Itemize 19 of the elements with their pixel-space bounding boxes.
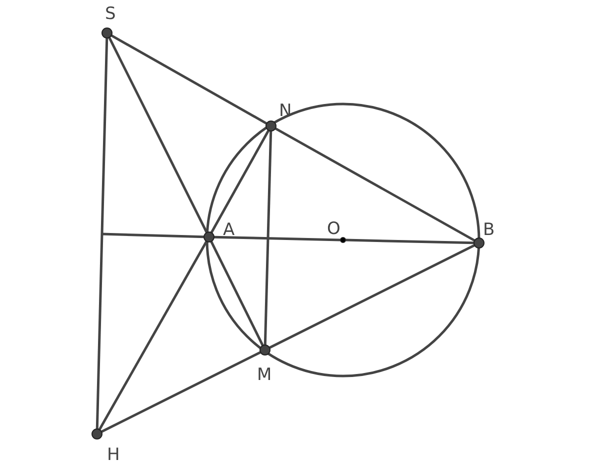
line-segment [210, 240, 264, 346]
line-segment [345, 238, 474, 244]
line-segment [274, 127, 476, 242]
line-segment [210, 130, 270, 234]
line-segment [108, 36, 208, 234]
line-segment [110, 34, 268, 125]
point-label: O [327, 219, 340, 239]
line-segment [102, 232, 204, 238]
point-label: A [223, 220, 235, 240]
line-segment [100, 351, 262, 433]
line-segment [264, 130, 272, 346]
point-label: H [107, 445, 120, 465]
point-label: S [105, 4, 116, 24]
line-segment [268, 244, 476, 349]
line-segment [96, 38, 108, 430]
line-segment [214, 236, 341, 242]
point-label: B [483, 220, 495, 240]
point-label: M [257, 365, 272, 385]
line-segment [98, 240, 208, 430]
